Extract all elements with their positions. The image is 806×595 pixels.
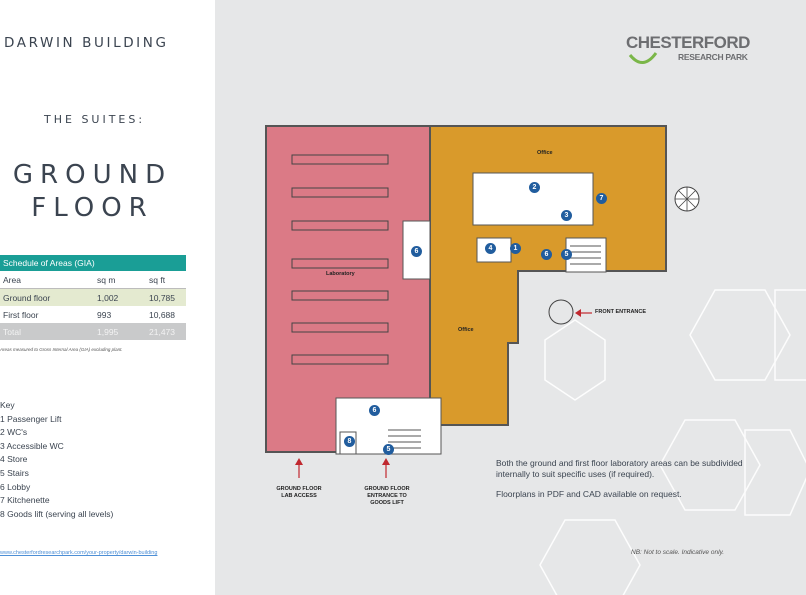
floor-title-line1: GROUND — [12, 160, 173, 190]
key-heading: Key — [0, 400, 15, 410]
schedule-column-row: Area sq m sq ft — [0, 271, 186, 289]
goods-entrance-line: GOODS LIFT — [370, 500, 404, 506]
column-header-area: Area — [0, 271, 94, 289]
key-item: 7 Kitchenette — [0, 495, 50, 506]
floor-plan-drawing — [265, 125, 700, 478]
row-sqm: 993 — [97, 309, 112, 320]
schedule-of-areas-table: Schedule of Areas (GIA) Area sq m sq ft … — [0, 255, 186, 340]
description-paragraph: Floorplans in PDF and CAD available on r… — [496, 489, 682, 499]
chesterford-logo: CHESTERFORD RESEARCH PARK — [626, 33, 776, 78]
logo-swoosh-icon — [628, 52, 658, 64]
goods-entrance-label: GROUND FLOOR ENTRANCE TO GOODS LIFT — [355, 486, 419, 507]
column-header-sqft: sq ft — [146, 271, 186, 289]
suites-label: THE SUITES: — [44, 113, 146, 126]
room-label-laboratory: Laboratory — [326, 271, 355, 277]
marker-store: 4 — [485, 243, 496, 254]
row-sqm: 1,002 — [94, 288, 146, 306]
logo-sub-text: RESEARCH PARK — [678, 52, 748, 62]
schedule-heading: Schedule of Areas (GIA) — [0, 255, 186, 271]
lab-access-line: GROUND FLOOR — [276, 486, 322, 492]
marker-stairs: 5 — [383, 444, 394, 455]
property-url-link[interactable]: www.chesterfordresearchpark.com/your-pro… — [0, 550, 158, 556]
key-item: 5 Stairs — [0, 467, 29, 478]
table-row-total: Total 1,995 21,473 — [0, 323, 186, 340]
marker-lobby: 6 — [541, 249, 552, 260]
info-panel: DARWIN BUILDING THE SUITES: GROUND FLOOR… — [0, 0, 215, 595]
marker-stairs: 5 — [561, 249, 572, 260]
marker-passenger-lift: 1 — [510, 243, 521, 254]
column-header-sqm: sq m — [94, 271, 146, 289]
row-area: Ground floor — [0, 288, 94, 306]
floor-title-line2: FLOOR — [31, 193, 154, 223]
row-area: First floor — [3, 309, 39, 320]
logo-main-text: CHESTERFORD — [626, 33, 750, 52]
description-paragraph: Both the ground and first floor laborato… — [496, 458, 743, 479]
row-sqft: 10,785 — [146, 288, 186, 306]
room-label-office: Office — [458, 327, 474, 333]
schedule-note: Areas measured to Gross Internal Area (G… — [0, 347, 123, 352]
goods-entrance-line: GROUND FLOOR — [364, 486, 410, 492]
key-item: 2 WC's — [0, 427, 28, 438]
row-sqft: 21,473 — [146, 323, 186, 340]
table-row: Ground floor 1,002 10,785 — [0, 288, 186, 306]
marker-accessible-wc: 3 — [561, 210, 572, 221]
key-list: Key 1 Passenger Lift 2 WC's 3 Accessible… — [0, 399, 113, 521]
lab-access-label: GROUND FLOOR LAB ACCESS — [267, 486, 331, 500]
lab-access-line: LAB ACCESS — [281, 493, 317, 499]
background-hexagons — [539, 289, 806, 595]
marker-kitchenette: 7 — [596, 193, 607, 204]
marker-wc: 2 — [529, 182, 540, 193]
marker-goods-lift: 8 — [344, 436, 355, 447]
front-entrance-label: FRONT ENTRANCE — [595, 309, 647, 315]
floorplan-panel: CHESTERFORD RESEARCH PARK — [215, 0, 806, 595]
key-item: 4 Store — [0, 454, 28, 465]
key-item: 1 Passenger Lift — [0, 413, 62, 424]
key-item: 3 Accessible WC — [0, 440, 64, 451]
schedule-heading-row: Schedule of Areas (GIA) — [0, 255, 186, 271]
row-sqft: 10,688 — [149, 309, 175, 320]
row-sqm: 1,995 — [94, 323, 146, 340]
building-title: DARWIN BUILDING — [4, 35, 169, 51]
key-item: 8 Goods lift (serving all levels) — [0, 508, 114, 519]
goods-entrance-line: ENTRANCE TO — [367, 493, 407, 499]
description-text: Both the ground and first floor laborato… — [496, 458, 746, 509]
key-item: 6 Lobby — [0, 481, 31, 492]
table-row: First floor 993 10,688 — [0, 306, 186, 323]
room-label-office-top: Office — [537, 150, 553, 156]
scale-disclaimer: NB: Not to scale. Indicative only. — [631, 549, 725, 556]
marker-lobby: 6 — [411, 246, 422, 257]
marker-lobby: 6 — [369, 405, 380, 416]
row-area: Total — [0, 323, 94, 340]
